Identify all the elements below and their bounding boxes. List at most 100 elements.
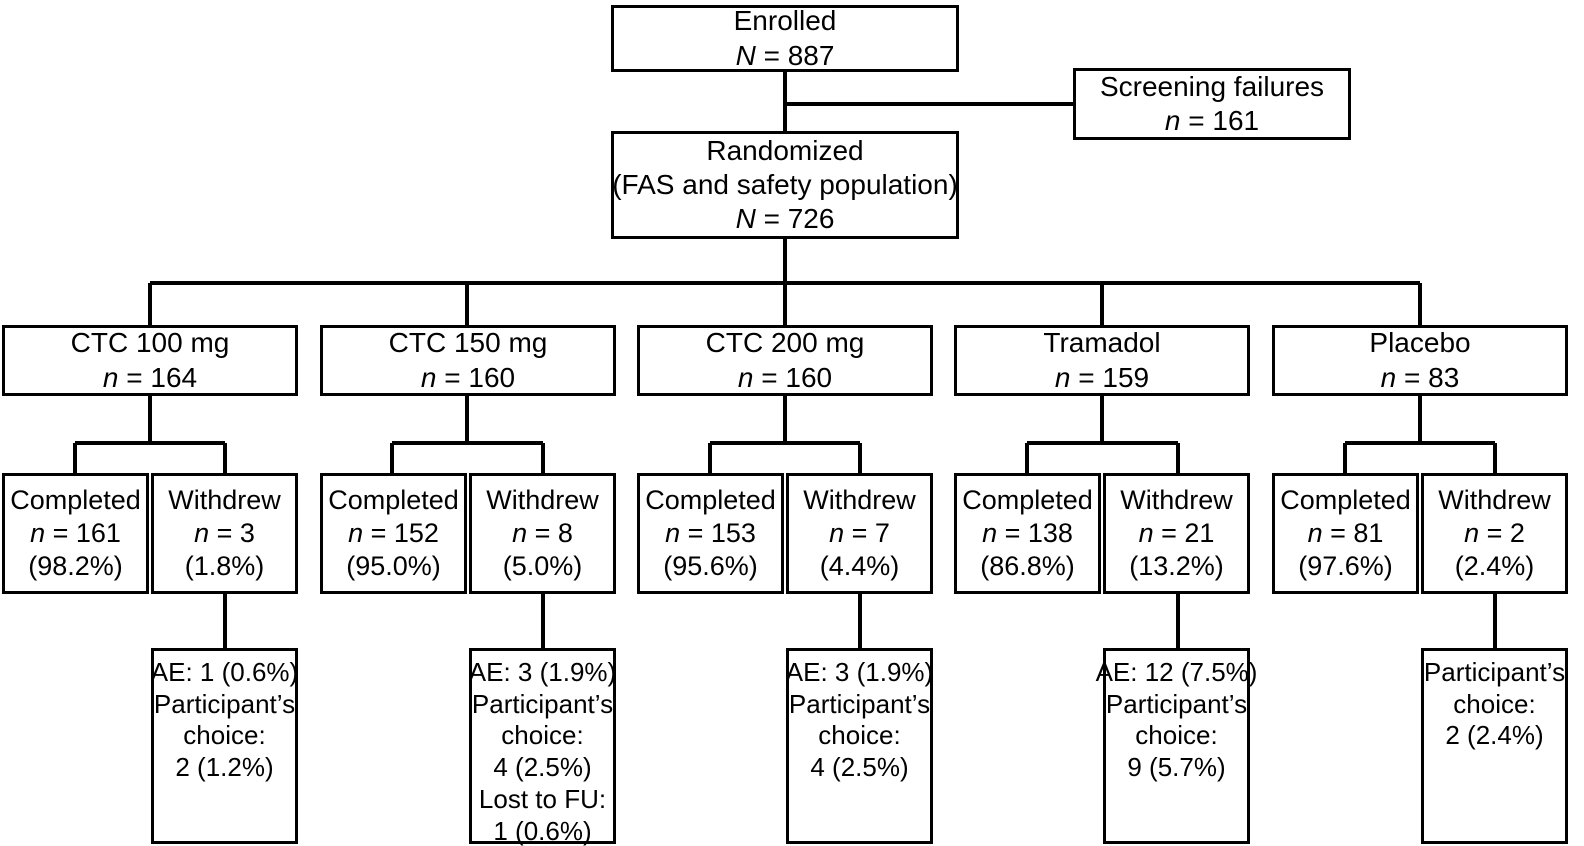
withdrew-title: Withdrew (486, 485, 599, 516)
completed-count: n = 161 (30, 517, 121, 550)
withdrew-count-label: n (829, 518, 845, 549)
completed-count-label: n (30, 518, 46, 549)
enrolled-title: Enrolled (733, 5, 837, 37)
withdrew-count: n = 8 (512, 517, 573, 550)
reason-line: 2 (2.4%) (1445, 720, 1544, 751)
node-enrolled: Enrolled N = 887 (611, 5, 959, 72)
completed-percent: (97.6%) (1298, 550, 1393, 581)
completed-title: Completed (962, 485, 1093, 516)
arm-count-label: n (1380, 361, 1397, 393)
withdrew-count-label: n (1138, 518, 1154, 549)
reason-line: 4 (2.5%) (493, 752, 592, 783)
completed-count: n = 153 (665, 517, 756, 550)
completed-count-label: n (982, 518, 998, 549)
withdrew-percent: (4.4%) (819, 550, 900, 581)
withdrew-count-label: n (512, 518, 528, 549)
completed-count-label: n (1307, 518, 1323, 549)
withdrew-count-value: = 3 (216, 518, 255, 549)
node-withdrew-ctc-100: Withdrew n = 3 (1.8%) (151, 473, 298, 594)
withdrew-percent: (1.8%) (184, 550, 265, 581)
node-arm-tramadol: Tramadol n = 159 (954, 325, 1250, 396)
reason-line: Participant’s (788, 688, 931, 719)
arm-count-value: = 164 (126, 361, 198, 393)
node-reasons-ctc-200: AE: 3 (1.9%) Participant’s choice: 4 (2.… (786, 648, 933, 844)
reason-line: AE: 3 (1.9%) (468, 657, 617, 687)
randomized-count-label: N (735, 203, 756, 235)
node-reasons-ctc-100: AE: 1 (0.6%) Participant’s choice: 2 (1.… (151, 648, 298, 844)
arm-title: Placebo (1369, 327, 1471, 359)
completed-title: Completed (1280, 485, 1411, 516)
withdrew-percent: (5.0%) (502, 550, 583, 581)
withdrew-title: Withdrew (803, 485, 916, 516)
arm-count-label: n (420, 361, 437, 393)
reason-line: choice: (1135, 720, 1218, 751)
node-withdrew-placebo: Withdrew n = 2 (2.4%) (1421, 473, 1568, 594)
arm-count: n = 164 (103, 361, 197, 395)
arm-count-value: = 160 (444, 361, 516, 393)
reason-line: 9 (5.7%) (1127, 752, 1226, 783)
completed-count-value: = 138 (1004, 518, 1073, 549)
completed-count-value: = 152 (370, 518, 439, 549)
withdrew-count: n = 3 (194, 517, 255, 550)
reason-line: choice: (183, 720, 266, 751)
reason-line: Participant’s (153, 688, 296, 719)
reason-line: Lost to FU: (478, 783, 607, 814)
randomized-subtitle: (FAS and safety population) (612, 168, 958, 200)
arm-title: Tramadol (1043, 327, 1161, 359)
randomized-count-value: = 726 (763, 203, 835, 235)
screening-failures-title: Screening failures (1099, 70, 1325, 102)
randomized-title: Randomized (706, 134, 864, 166)
arm-title: CTC 100 mg (70, 327, 230, 359)
node-completed-ctc-100: Completed n = 161 (98.2%) (2, 473, 149, 594)
arm-count: n = 83 (1381, 361, 1460, 395)
reason-line: AE: 3 (1.9%) (785, 657, 934, 687)
completed-count: n = 138 (982, 517, 1073, 550)
node-completed-placebo: Completed n = 81 (97.6%) (1272, 473, 1419, 594)
enrolled-count-label: N (735, 39, 756, 71)
completed-count-label: n (348, 518, 364, 549)
completed-percent: (95.6%) (663, 550, 758, 581)
randomized-count: N = 726 (736, 202, 835, 236)
reason-line: choice: (818, 720, 901, 751)
reason-line: choice: (1453, 688, 1536, 719)
withdrew-count-value: = 7 (851, 518, 890, 549)
arm-count: n = 159 (1055, 361, 1149, 395)
completed-count-value: = 161 (52, 518, 121, 549)
completed-count: n = 152 (348, 517, 439, 550)
arm-count-value: = 160 (761, 361, 833, 393)
node-arm-ctc-150: CTC 150 mg n = 160 (320, 325, 616, 396)
withdrew-count: n = 7 (829, 517, 890, 550)
screening-failures-count-value: = 161 (1188, 105, 1260, 136)
arm-count: n = 160 (738, 361, 832, 395)
completed-title: Completed (10, 485, 141, 516)
node-reasons-placebo: Participant’s choice: 2 (2.4%) (1421, 648, 1568, 844)
node-arm-ctc-100: CTC 100 mg n = 164 (2, 325, 298, 396)
node-withdrew-tramadol: Withdrew n = 21 (13.2%) (1103, 473, 1250, 594)
enrolled-count: N = 887 (736, 39, 835, 73)
reason-line: AE: 1 (0.6%) (150, 657, 299, 687)
node-reasons-tramadol: AE: 12 (7.5%) Participant’s choice: 9 (5… (1096, 648, 1257, 844)
screening-failures-count: n = 161 (1165, 104, 1259, 138)
withdrew-count-value: = 8 (534, 518, 573, 549)
arm-title: CTC 200 mg (705, 327, 865, 359)
arm-count: n = 160 (421, 361, 515, 395)
screening-failures-count-label: n (1164, 105, 1181, 136)
reason-line: Participant’s (1105, 688, 1248, 719)
node-completed-ctc-150: Completed n = 152 (95.0%) (320, 473, 467, 594)
reason-line: AE: 12 (7.5%) (1095, 657, 1258, 687)
node-withdrew-ctc-200: Withdrew n = 7 (4.4%) (786, 473, 933, 594)
withdrew-count: n = 21 (1139, 517, 1215, 550)
withdrew-count-label: n (194, 518, 210, 549)
node-arm-placebo: Placebo n = 83 (1272, 325, 1568, 396)
arm-count-value: = 159 (1078, 361, 1150, 393)
withdrew-count-value: = 21 (1161, 518, 1215, 549)
node-screening-failures: Screening failures n = 161 (1073, 68, 1351, 140)
completed-percent: (98.2%) (28, 550, 123, 581)
reason-line: Participant’s (471, 688, 614, 719)
withdrew-title: Withdrew (168, 485, 281, 516)
reason-line: 1 (0.6%) (493, 815, 592, 846)
withdrew-count-label: n (1464, 518, 1480, 549)
arm-count-label: n (1054, 361, 1071, 393)
completed-title: Completed (328, 485, 459, 516)
